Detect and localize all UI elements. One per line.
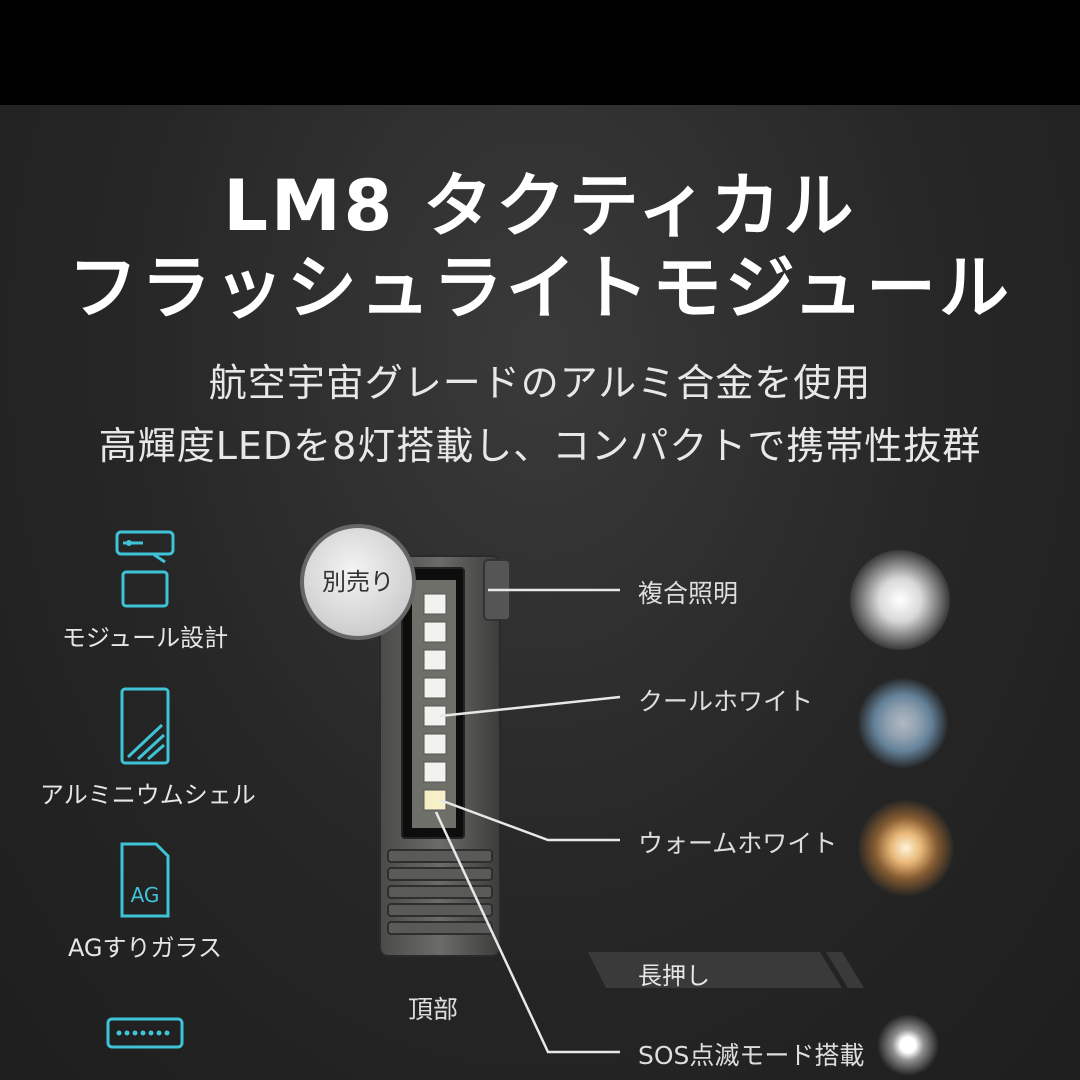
aluminum-shell-icon xyxy=(120,687,170,765)
feature-label: AGすりガラス xyxy=(67,934,223,962)
cool-white-glow xyxy=(858,678,948,768)
callout-lines xyxy=(434,588,621,1054)
page-title-line1: LM8 タクティカル xyxy=(223,165,857,247)
feature-aluminum-shell: アルミニウムシェル xyxy=(40,685,256,810)
led-strip-icon xyxy=(106,1017,184,1049)
callout-warm-white: ウォームホワイト xyxy=(638,829,838,858)
feature-ag-glass: AG AGすりガラス xyxy=(40,840,250,963)
long-press-bar xyxy=(588,952,842,988)
top-label: 頂部 xyxy=(408,995,459,1024)
long-press-label: 長押し xyxy=(588,952,820,990)
callout-cool-white: クールホワイト xyxy=(638,687,814,716)
subtitle-line2: 高輝度LEDを8灯搭載し、コンパクトで携帯性抜群 xyxy=(98,424,982,468)
sold-separately-badge: 別売り xyxy=(300,524,416,640)
feature-label: アルミニウムシェル xyxy=(40,781,256,809)
sos-flash-glow xyxy=(870,1010,946,1080)
grip-ridges xyxy=(387,849,493,935)
combined-light-glow xyxy=(850,550,950,650)
callout-combined-light: 複合照明 xyxy=(638,579,739,608)
warm-white-glow xyxy=(858,800,954,896)
long-press-text: 長押し xyxy=(638,962,710,990)
subtitle-line1: 航空宇宙グレードのアルミ合金を使用 xyxy=(208,361,872,405)
top-black-band xyxy=(0,0,1080,105)
led-chips xyxy=(423,593,447,811)
callout-sos: SOS点滅モード搭載 xyxy=(638,1041,865,1070)
ag-icon-text: AG xyxy=(131,883,160,907)
module-icon xyxy=(115,530,175,608)
feature-module: モジュール設計 xyxy=(40,528,250,653)
feature-label: モジュール設計 xyxy=(61,624,229,652)
ag-glass-icon: AG xyxy=(120,842,170,918)
feature-led-strip xyxy=(40,1016,250,1050)
page-title-line2: フラッシュライトモジュール xyxy=(67,247,1013,329)
led-board xyxy=(412,580,456,828)
